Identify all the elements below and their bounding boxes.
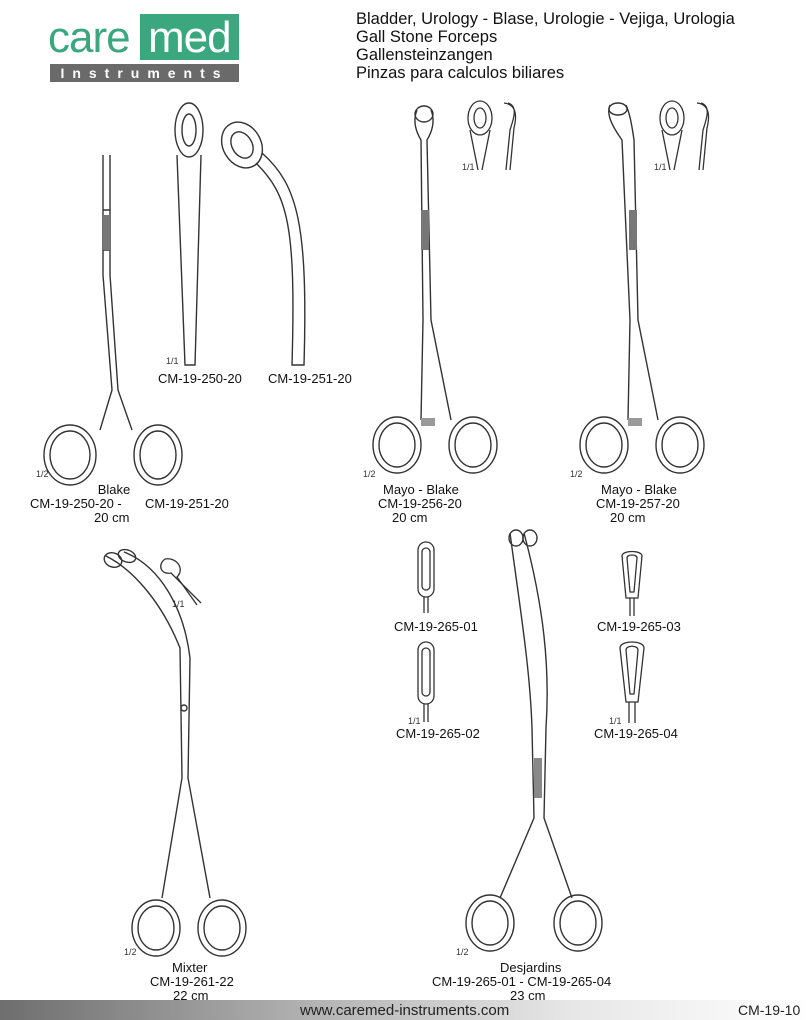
mayo-blake-2-code: CM-19-257-20 bbox=[596, 496, 680, 511]
desjardins-name: Desjardins bbox=[500, 960, 562, 975]
mayo-blake-2-size: 20 cm bbox=[610, 510, 646, 525]
brand-logo: care med Instruments bbox=[44, 6, 242, 84]
mayo-blake-1-size: 20 cm bbox=[392, 510, 428, 525]
blake-scale: 1/2 bbox=[36, 469, 49, 479]
blake-code: CM-19-250-20 - bbox=[30, 496, 122, 511]
mayo-blake-2-tip-scale: 1/1 bbox=[654, 162, 667, 172]
blake-tip-curved-image bbox=[220, 121, 306, 366]
logo-med-text: med bbox=[148, 13, 232, 62]
mayo-blake-1-scale: 1/2 bbox=[363, 469, 376, 479]
mixter-scale: 1/2 bbox=[124, 947, 137, 957]
logo-care-text: care bbox=[48, 13, 131, 62]
tip-265-02-code: CM-19-265-02 bbox=[396, 726, 480, 741]
tip-265-04-image bbox=[619, 641, 645, 723]
mayo-blake-forceps-2-image bbox=[579, 102, 705, 474]
tip-265-02-image bbox=[417, 641, 435, 722]
footer-page-number: CM-19-10 bbox=[738, 1002, 801, 1018]
mayo-blake-2-name: Mayo - Blake bbox=[601, 482, 677, 497]
mayo-blake-1-tip-scale: 1/1 bbox=[462, 162, 475, 172]
mayo-blake-2-tip-side-image bbox=[696, 102, 710, 171]
tip-265-02-scale: 1/1 bbox=[408, 716, 421, 726]
tip-265-01-code: CM-19-265-01 bbox=[394, 619, 478, 634]
tip-265-03-code: CM-19-265-03 bbox=[597, 619, 681, 634]
mayo-blake-forceps-1-image bbox=[372, 105, 498, 474]
mayo-blake-1-tip-front-image bbox=[467, 100, 493, 171]
heading-line-1: Bladder, Urology - Blase, Urologie - Vej… bbox=[356, 10, 735, 28]
tip-265-04-scale: 1/1 bbox=[609, 716, 622, 726]
mayo-blake-2-tip-front-image bbox=[659, 100, 685, 171]
mayo-blake-1-name: Mayo - Blake bbox=[383, 482, 459, 497]
blake-code-right: CM-19-251-20 bbox=[145, 496, 229, 511]
mayo-blake-2-scale: 1/2 bbox=[570, 469, 583, 479]
blake-tip2-code: CM-19-251-20 bbox=[268, 371, 352, 386]
blake-tip-straight-image bbox=[174, 102, 204, 366]
page-heading: Bladder, Urology - Blase, Urologie - Vej… bbox=[356, 10, 735, 82]
heading-line-2: Gall Stone Forceps bbox=[356, 28, 498, 46]
tip-265-03-image bbox=[621, 550, 643, 616]
heading-line-4: Pinzas para calculos biliares bbox=[356, 64, 565, 82]
logo-med-box bbox=[140, 14, 239, 60]
tip-265-04-code: CM-19-265-04 bbox=[594, 726, 678, 741]
mixter-forceps-image bbox=[103, 548, 247, 957]
blake-name: Blake bbox=[97, 482, 131, 497]
desjardins-size: 23 cm bbox=[510, 988, 546, 1003]
blake-tip1-code: CM-19-250-20 bbox=[158, 371, 242, 386]
blake-size: 20 cm bbox=[94, 510, 130, 525]
tip-265-01-image bbox=[417, 541, 435, 613]
mayo-blake-1-tip-side-image bbox=[503, 102, 517, 171]
desjardins-code: CM-19-265-01 - CM-19-265-04 bbox=[432, 974, 612, 989]
mixter-name: Mixter bbox=[172, 960, 208, 975]
logo-subtitle: Instruments bbox=[50, 64, 239, 82]
mixter-size: 22 cm bbox=[173, 988, 209, 1003]
blake-forceps-image bbox=[43, 155, 183, 486]
desjardins-scale: 1/2 bbox=[456, 947, 469, 957]
heading-line-3: Gallensteinzangen bbox=[356, 46, 493, 64]
mixter-code: CM-19-261-22 bbox=[150, 974, 234, 989]
footer-bar bbox=[0, 1000, 810, 1020]
mixter-tip-detail-image bbox=[160, 558, 202, 606]
footer-website-link[interactable]: www.caremed-instruments.com bbox=[300, 1002, 510, 1019]
mayo-blake-1-code: CM-19-256-20 bbox=[378, 496, 462, 511]
blake-tip-scale: 1/1 bbox=[166, 356, 179, 366]
desjardins-forceps-image bbox=[465, 529, 603, 952]
mixter-tip-scale: 1/1 bbox=[172, 599, 185, 609]
